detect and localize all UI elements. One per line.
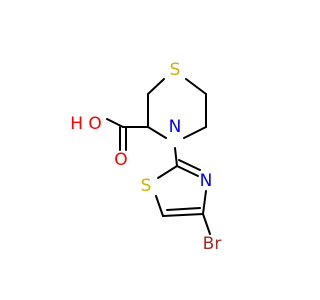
atom-nitrogen-thiazole: N (200, 171, 213, 191)
bond-carboxyl-c-oh (106, 118, 124, 128)
bond-ring-n-c3 (147, 126, 167, 139)
background (0, 0, 300, 300)
bond-thiazole-c2-s (157, 165, 178, 179)
bond-ring-ch2-s (147, 78, 165, 95)
bond-c4-br (202, 213, 211, 235)
atom-bromine: Br (203, 234, 222, 254)
molecule-structure: S N H O O S N Br (0, 0, 300, 300)
atom-hydroxyl: H O (70, 114, 102, 134)
bond-thiazole-s-c5 (155, 195, 164, 217)
atom-nitrogen-ring: N (169, 117, 182, 137)
bond-thiazole-c2-n-1 (176, 165, 199, 177)
bond-ring-ch2-n (183, 126, 207, 139)
bond-thiazole-c2-n-2 (178, 159, 201, 171)
bond-n-thiazole-c2 (174, 147, 178, 167)
atom-sulfur-ring: S (170, 60, 181, 80)
atom-sulfur-thiazole: S (141, 176, 152, 196)
atom-carbonyl-oxygen: O (114, 150, 127, 170)
bond-thiazole-c5-c4-1 (162, 213, 204, 217)
bond-ring-s-ch2 (185, 78, 207, 95)
bond-thiazole-c4-n (202, 190, 207, 215)
bond-thiazole-c5-c4-2 (166, 207, 201, 211)
